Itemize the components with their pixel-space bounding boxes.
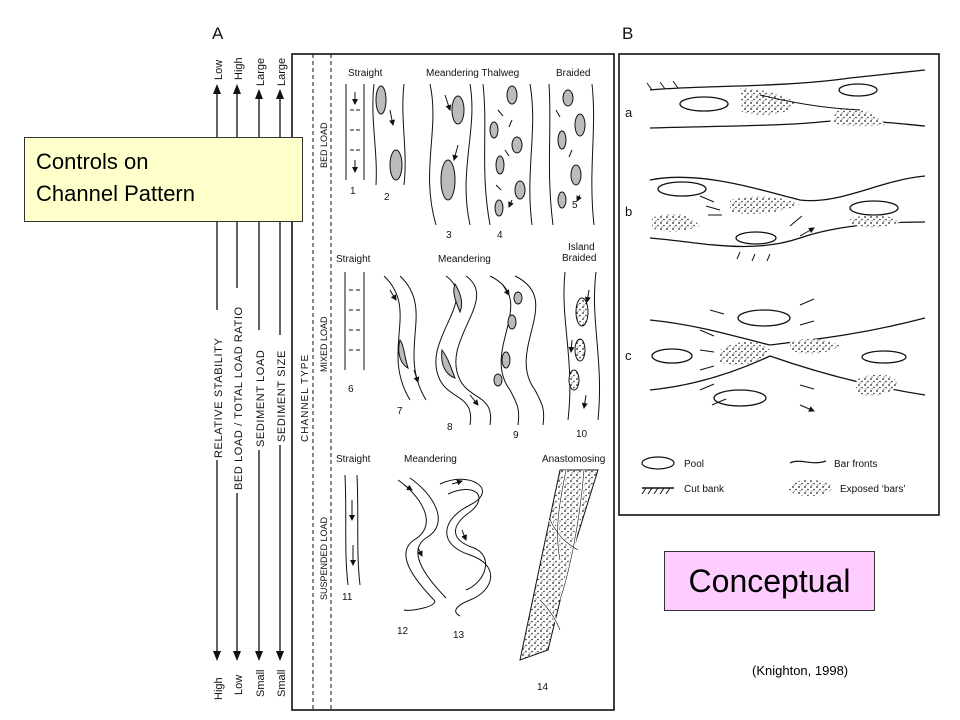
conceptual-callout: Conceptual [664, 551, 875, 611]
heading-meandering: Meandering [404, 454, 457, 465]
axis-top-label: Low [213, 60, 225, 80]
heading-straight: Straight [336, 254, 371, 265]
channel-sketch-2 [372, 83, 406, 186]
channel-sketch-5 [548, 83, 595, 226]
axis-label: RELATIVE STABILITY [213, 338, 225, 458]
sketch-number: 6 [348, 384, 354, 395]
axis-bottom-label: Low [233, 675, 245, 695]
channel-sketch-1 [345, 84, 365, 180]
heading-braided: Braided [556, 68, 590, 79]
axis-label: SEDIMENT LOAD [255, 350, 267, 447]
axis-bottom-label: Small [255, 669, 267, 697]
bar-front-symbol [789, 460, 827, 464]
sketch-number: 3 [446, 230, 452, 241]
axis-bottom-label: High [213, 677, 225, 700]
exposed-bar-symbol [788, 480, 832, 496]
callout-line: Controls on [36, 149, 149, 174]
axis-sediment-load: SEDIMENT LOAD Large Small [252, 58, 267, 697]
channel-sketch-10 [563, 271, 600, 421]
citation: (Knighton, 1998) [752, 663, 849, 678]
legend-bar-fronts: Bar fronts [834, 459, 877, 470]
legend-pool: Pool [684, 459, 704, 470]
row-load-label: MIXED LOAD [319, 316, 329, 372]
axis-bed-load-ratio: BED LOAD / TOTAL LOAD RATIO High Low [230, 57, 245, 695]
panel-a-frame [291, 53, 615, 711]
channel-sketch-12 [397, 477, 447, 611]
sketch-number: 11 [342, 592, 353, 603]
bar-sketch-a [646, 69, 926, 129]
sketch-number: 5 [572, 200, 578, 211]
channel-sketch-8 [435, 275, 492, 426]
cut-bank-symbol [641, 487, 674, 495]
axis-top-label: Large [255, 58, 267, 86]
axis-label: SEDIMENT SIZE [276, 350, 288, 442]
axis-top-label: Large [276, 58, 288, 86]
bar-sketch-b [649, 175, 926, 262]
bar-sketch-c [649, 298, 926, 411]
heading-straight: Straight [348, 68, 383, 79]
sketch-number: 12 [397, 626, 409, 637]
sketch-number: 10 [576, 429, 588, 440]
axis-label: BED LOAD / TOTAL LOAD RATIO [233, 306, 245, 490]
controls-callout: Controls on Channel Pattern [24, 137, 303, 222]
heading-straight: Straight [336, 454, 371, 465]
row-label: b [625, 204, 632, 219]
channel-sketch-6 [344, 272, 365, 370]
channel-sketch-9 [489, 275, 545, 426]
row-label: a [625, 105, 633, 120]
panel-a-label: A [212, 24, 224, 43]
sketch-number: 8 [447, 422, 453, 433]
row-label: c [625, 348, 632, 363]
panel-b-label: B [622, 24, 633, 43]
sketch-number: 7 [397, 406, 403, 417]
row-load-label: SUSPENDED LOAD [319, 516, 329, 600]
sketch-number: 4 [497, 230, 503, 241]
heading-meandering-thalweg: Meandering Thalweg [426, 68, 519, 79]
axis-relative-stability: RELATIVE STABILITY Low High [210, 60, 225, 700]
sketch-number: 9 [513, 430, 519, 441]
legend: Pool Bar fronts Cut bank Exposed ‘bars’ [641, 456, 906, 496]
channel-sketch-13 [439, 478, 492, 617]
row-load-label: BED LOAD [319, 122, 329, 168]
heading-meandering: Meandering [438, 254, 491, 265]
channel-sketch-14 [519, 469, 599, 661]
sketch-number: 14 [537, 682, 549, 693]
legend-exposed-bars: Exposed ‘bars’ [840, 484, 906, 495]
heading-anastomosing: Anastomosing [542, 454, 605, 465]
axis-top-label: High [233, 57, 245, 80]
channel-sketch-11 [344, 474, 361, 586]
channel-sketch-7 [383, 275, 427, 401]
callout-line: Channel Pattern [36, 181, 195, 206]
sketch-number: 2 [384, 192, 390, 203]
channel-sketch-3 [429, 83, 473, 226]
pool-symbol [641, 456, 675, 470]
channel-sketch-4 [482, 83, 534, 226]
axis-sediment-size: SEDIMENT SIZE Large Small [273, 58, 288, 697]
channel-type-label: CHANNEL TYPE [300, 354, 311, 442]
sketch-number: 1 [350, 186, 356, 197]
legend-cut-bank: Cut bank [684, 484, 725, 495]
panel-b-frame [618, 53, 940, 516]
axis-bottom-label: Small [276, 669, 288, 697]
sketch-number: 13 [453, 630, 465, 641]
